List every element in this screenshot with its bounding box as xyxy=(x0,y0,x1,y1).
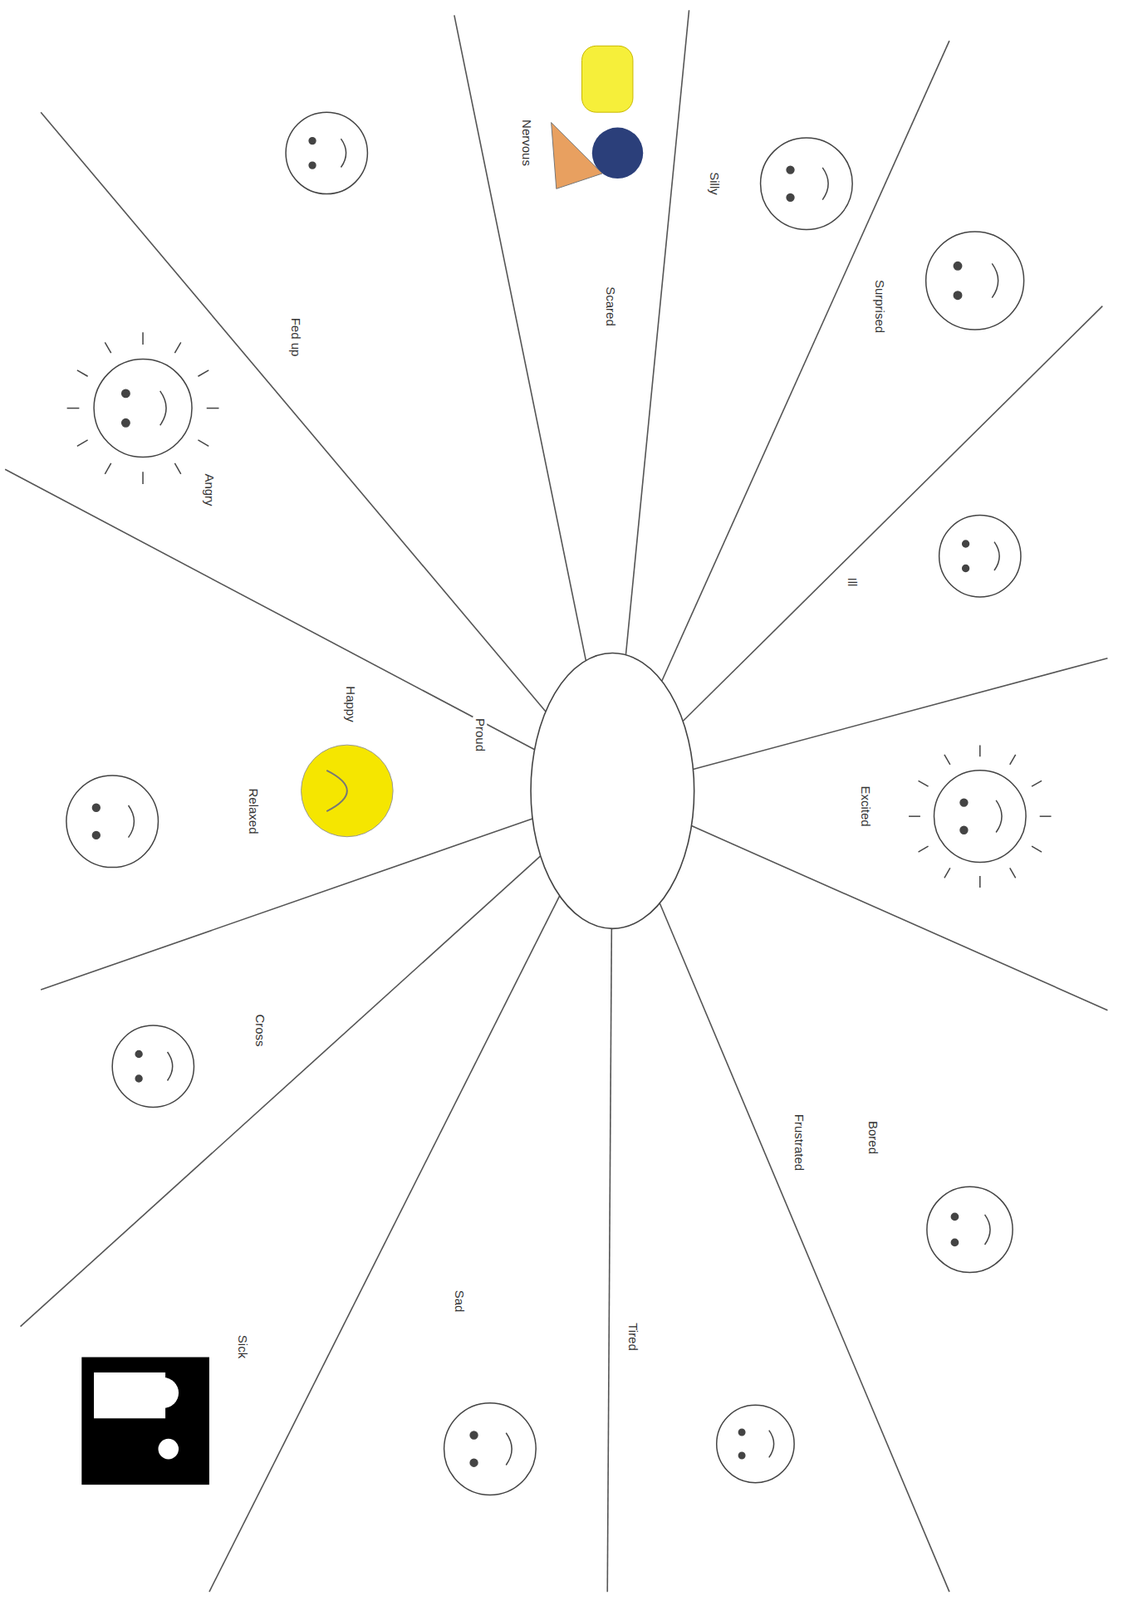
center-ellipse xyxy=(530,653,695,930)
face-doodle xyxy=(285,112,368,194)
face-doodle xyxy=(112,1025,194,1108)
colour-picture xyxy=(551,45,644,189)
spoke-line xyxy=(625,9,689,655)
feeling-word: Surprised xyxy=(872,278,888,335)
yellow-smiley xyxy=(301,745,394,838)
spoke-line xyxy=(40,819,533,991)
feeling-word: Fed up xyxy=(289,315,304,359)
spoke-line xyxy=(682,306,1103,722)
feeling-word: Tired xyxy=(626,1321,641,1354)
feeling-word: Ill xyxy=(845,575,860,589)
face-drawings xyxy=(66,112,1052,1496)
spoke-line xyxy=(454,14,586,661)
feeling-word: Frustrated xyxy=(792,1113,807,1173)
feeling-word: Proud xyxy=(472,716,487,754)
feeling-word: Silly xyxy=(707,170,722,197)
face-doodle xyxy=(760,137,854,231)
spoke-line xyxy=(659,903,950,1593)
spoke-line xyxy=(607,928,612,1593)
wheel-spokes xyxy=(4,9,1108,1593)
feeling-word: Cross xyxy=(253,1013,268,1050)
face-doodle xyxy=(716,1405,795,1483)
spoke-line xyxy=(692,658,1108,770)
spoke-line xyxy=(691,826,1108,1011)
feeling-word: Scared xyxy=(603,284,618,329)
spoke-line xyxy=(209,896,560,1593)
feeling-word: Sad xyxy=(452,1289,467,1315)
feeling-word: Sick xyxy=(235,1333,251,1361)
feeling-word: Happy xyxy=(343,684,358,724)
face-doodle xyxy=(908,745,1051,888)
feeling-word: Nervous xyxy=(519,117,535,168)
black-box-picture xyxy=(81,1358,210,1487)
feeling-word: Angry xyxy=(202,471,217,508)
face-doodle xyxy=(444,1403,537,1496)
feeling-word: Excited xyxy=(858,784,873,829)
spoke-line xyxy=(4,469,535,750)
face-doodle xyxy=(66,775,159,869)
face-doodle xyxy=(926,231,1025,330)
face-doodle xyxy=(67,332,220,485)
face-doodle xyxy=(939,515,1021,598)
feeling-word: Relaxed xyxy=(246,786,261,836)
spoke-line xyxy=(20,856,541,1328)
feeling-word: Bored xyxy=(866,1119,881,1157)
face-doodle xyxy=(926,1186,1013,1273)
spoke-line xyxy=(662,40,950,682)
